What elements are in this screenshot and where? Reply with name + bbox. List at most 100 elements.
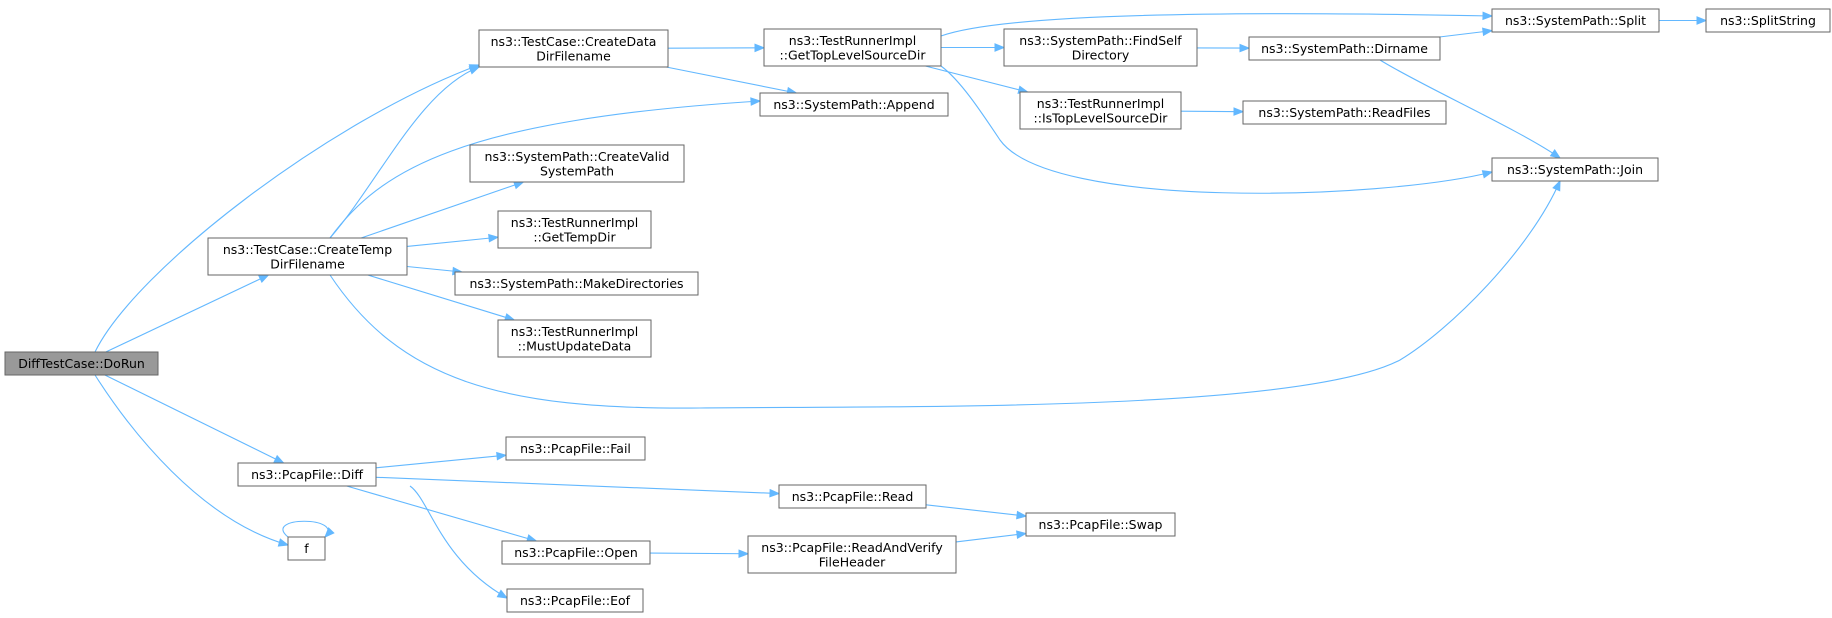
node-box — [237, 462, 377, 487]
node-label: ns3::PcapFile::Eof — [520, 593, 631, 608]
node-box — [497, 319, 652, 358]
edge-dorun-to-f — [94, 374, 290, 547]
node-box — [4, 351, 159, 376]
node-mustupdate[interactable]: ns3::TestRunnerImpl::MustUpdateData — [497, 319, 652, 358]
node-istop[interactable]: ns3::TestRunnerImpl::IsTopLevelSourceDir — [1019, 91, 1182, 130]
node-box — [469, 144, 685, 183]
edge-diff-to-fail — [375, 451, 508, 469]
node-label: ::GetTopLevelSourceDir — [780, 47, 927, 62]
edge-split-to-splitstring-arrowhead — [1696, 16, 1708, 25]
edge-open-to-readverify-line — [649, 552, 749, 555]
edge-gtlsd-to-split — [940, 11, 1494, 37]
node-label: DiffTestCase::DoRun — [18, 356, 145, 371]
edge-diff-to-fail-line — [375, 454, 507, 469]
edge-gtlsd-to-split-line — [940, 13, 1493, 37]
node-label: DirFilename — [270, 256, 345, 271]
node-eof[interactable]: ns3::PcapFile::Eof — [506, 588, 644, 613]
edge-dorun-to-ctd-arrowhead — [257, 274, 270, 283]
node-label: f — [304, 541, 309, 556]
edge-read-to-swap-line — [925, 504, 1027, 517]
edge-read-to-swap — [925, 504, 1028, 520]
node-dorun[interactable]: DiffTestCase::DoRun — [4, 351, 159, 376]
node-box — [506, 588, 644, 613]
node-box — [747, 535, 957, 574]
edge-dorun-to-diff-arrowhead — [273, 454, 285, 464]
edge-gtlsd-to-findself — [941, 43, 1006, 52]
edge-gtlsd-to-istop — [925, 65, 1029, 94]
node-dirname[interactable]: ns3::SystemPath::Dirname — [1248, 36, 1441, 61]
node-box — [497, 210, 652, 249]
node-readfiles[interactable]: ns3::SystemPath::ReadFiles — [1242, 100, 1447, 125]
edge-ctd-to-join-line — [329, 180, 1561, 409]
edge-gtlsd-to-istop-line — [925, 65, 1028, 93]
edge-ctd-to-append — [329, 97, 762, 239]
edge-dirname-to-join-line — [1379, 59, 1561, 159]
node-fail[interactable]: ns3::PcapFile::Fail — [505, 436, 646, 461]
node-append[interactable]: ns3::SystemPath::Append — [759, 92, 949, 117]
edge-dorun-to-cdd — [94, 64, 481, 353]
edge-diff-to-read-line — [375, 476, 780, 495]
edge-ctd-to-createvalid — [360, 180, 525, 239]
edge-ctd-to-createvalid-arrowhead — [512, 180, 525, 190]
node-read[interactable]: ns3::PcapFile::Read — [778, 484, 927, 509]
node-box — [501, 540, 651, 565]
node-label: ns3::PcapFile::Swap — [1039, 517, 1163, 532]
edge-diff-to-read — [375, 476, 781, 498]
node-gettempdir[interactable]: ns3::TestRunnerImpl::GetTempDir — [497, 210, 652, 249]
edge-diff-to-eof-arrowhead — [496, 589, 509, 599]
node-box — [763, 28, 942, 67]
edge-diff-to-eof — [409, 485, 509, 599]
edge-cdd-to-append-line — [666, 66, 797, 94]
edge-dirname-to-split-arrowhead — [1482, 27, 1494, 37]
edge-ctd-to-cdd-arrowhead — [468, 66, 481, 75]
edge-diff-to-read-arrowhead — [769, 488, 781, 498]
edge-split-to-splitstring — [1659, 16, 1708, 25]
node-label: Directory — [1072, 47, 1130, 62]
edge-dorun-to-cdd-line — [94, 64, 480, 353]
node-diff[interactable]: ns3::PcapFile::Diff — [237, 462, 377, 487]
edge-dorun-to-ctd-line — [105, 274, 269, 353]
node-makedirs[interactable]: ns3::SystemPath::MakeDirectories — [454, 271, 699, 296]
edge-readverify-to-swap-arrowhead — [1016, 530, 1028, 539]
edge-ctd-to-cdd — [329, 66, 481, 239]
edge-ctd-to-append-arrowhead — [750, 97, 762, 106]
node-label: SystemPath — [540, 163, 614, 178]
node-label: ns3::SystemPath::Split — [1505, 13, 1646, 28]
node-label: ns3::PcapFile::Fail — [520, 441, 631, 456]
node-label: ns3::TestRunnerImpl — [511, 215, 638, 230]
edge-dorun-to-f-line — [94, 374, 289, 546]
edge-dorun-to-diff — [104, 374, 285, 464]
edge-ctd-to-createvalid-line — [360, 181, 524, 239]
edge-diff-to-eof-line — [409, 485, 508, 599]
node-label: ns3::TestRunnerImpl — [511, 324, 638, 339]
node-label: ns3::SystemPath::Join — [1507, 162, 1643, 177]
node-box — [505, 436, 646, 461]
edge-gtlsd-to-findself-arrowhead — [994, 43, 1006, 52]
node-label: ns3::SystemPath::CreateValid — [485, 149, 670, 164]
node-box — [1705, 8, 1831, 33]
edge-ctd-to-gettempdir — [406, 233, 500, 247]
node-splitstring[interactable]: ns3::SplitString — [1705, 8, 1831, 33]
node-open[interactable]: ns3::PcapFile::Open — [501, 540, 651, 565]
node-gtlsd[interactable]: ns3::TestRunnerImpl::GetTopLevelSourceDi… — [763, 28, 942, 67]
call-graph-edges — [94, 11, 1708, 599]
node-label: ns3::PcapFile::ReadAndVerify — [761, 540, 943, 555]
node-box — [1003, 28, 1198, 67]
node-label: ns3::SystemPath::FindSelf — [1019, 33, 1182, 48]
edge-dirname-to-join — [1379, 59, 1562, 159]
node-join[interactable]: ns3::SystemPath::Join — [1491, 157, 1659, 182]
node-swap[interactable]: ns3::PcapFile::Swap — [1025, 512, 1176, 537]
node-label: ns3::SystemPath::Append — [773, 97, 934, 112]
edge-dirname-to-join-arrowhead — [1549, 148, 1562, 159]
node-split[interactable]: ns3::SystemPath::Split — [1491, 8, 1660, 33]
node-box — [207, 237, 408, 276]
node-box — [454, 271, 699, 296]
node-f[interactable]: f — [287, 536, 326, 561]
edge-istop-to-readfiles — [1180, 107, 1245, 116]
node-box — [778, 484, 927, 509]
